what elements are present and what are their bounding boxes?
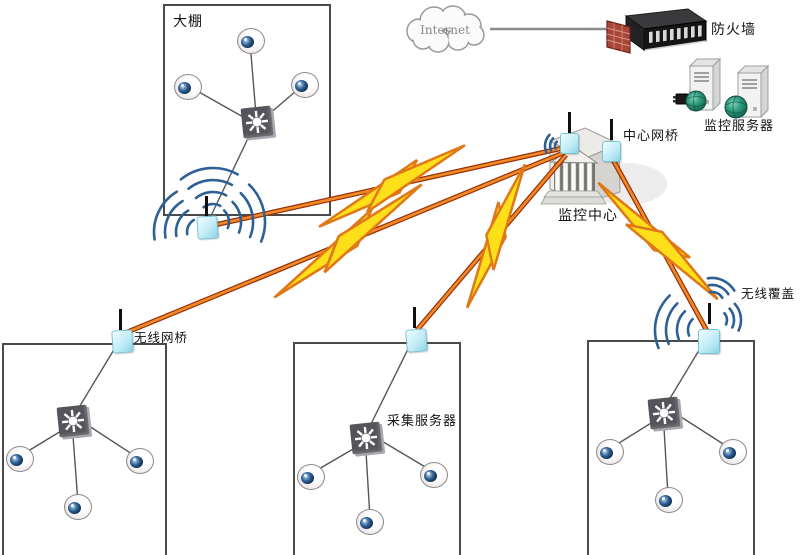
antenna-icon: [119, 309, 122, 330]
antenna-icon: [413, 307, 416, 328]
firewall-label: 防火墙: [711, 22, 756, 38]
antenna-icon: [205, 196, 208, 217]
site-box-right: [587, 340, 755, 555]
switch-icon: [240, 105, 274, 139]
camera-icon: [6, 446, 34, 472]
wireless-bridge-icon: [111, 329, 134, 354]
wireless-bridge-icon: [602, 141, 621, 162]
greenhouse-label: 大棚: [173, 14, 203, 30]
camera-icon: [420, 462, 448, 488]
camera-icon: [655, 487, 683, 513]
antenna-icon: [708, 303, 711, 324]
camera-icon: [291, 72, 319, 98]
site-box-middle: [293, 342, 461, 555]
antenna-icon: [610, 119, 613, 140]
wireless-bridge-icon: [405, 328, 428, 353]
switch-icon: [647, 396, 681, 430]
monitoring-servers-icon: [673, 57, 770, 119]
site-box-left: [2, 343, 167, 555]
switch-icon: [56, 404, 90, 438]
collection-server-label: 采集服务器: [387, 414, 458, 429]
brick-wall-icon: [606, 20, 631, 54]
lightning-bolt-icon: [597, 181, 719, 301]
internet-label: Internet: [420, 23, 470, 37]
monitoring-center-label: 监控中心: [558, 208, 618, 224]
wireless-bridge-icon: [698, 329, 720, 354]
server-tower-icon: [688, 57, 722, 112]
wireless-coverage-label: 无线覆盖: [741, 286, 796, 301]
camera-icon: [237, 28, 265, 54]
camera-icon: [596, 439, 624, 465]
camera-icon: [719, 439, 747, 465]
center-bridge-label: 中心网桥: [623, 129, 680, 144]
globe-icon: [685, 90, 707, 112]
lightning-bolt-icon: [318, 144, 466, 228]
wireless-bridge-label: 无线网桥: [134, 330, 189, 345]
wireless-bridge-icon: [196, 215, 219, 240]
lightning-bolts: [273, 144, 719, 309]
wifi-signal-arcs: [152, 133, 743, 350]
wireless-bridge-icon: [560, 133, 579, 154]
monitoring-servers-label: 监控服务器: [704, 119, 775, 134]
camera-icon: [64, 494, 92, 520]
camera-icon: [356, 509, 384, 535]
greenhouse-box: [163, 4, 331, 216]
switch-icon: [349, 421, 383, 455]
lightning-bolt-icon: [465, 163, 527, 309]
camera-icon: [297, 464, 325, 490]
camera-icon: [126, 448, 154, 474]
firewall-icon: [606, 8, 708, 54]
antenna-icon: [568, 112, 571, 133]
internet-cloud-icon: [406, 5, 485, 53]
camera-icon: [174, 74, 202, 100]
lightning-bolt-icon: [273, 183, 423, 299]
